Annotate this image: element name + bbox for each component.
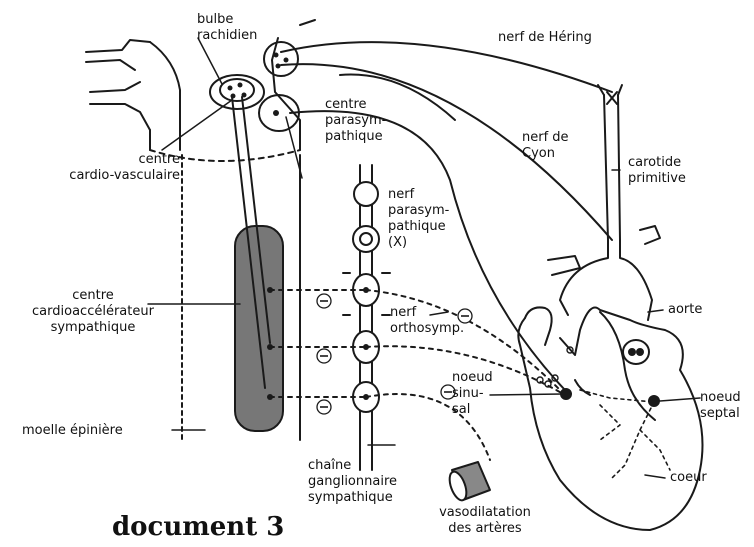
- label-coeur: coeur: [670, 470, 707, 486]
- label-nerf-de-hering: nerf de Héring: [498, 30, 592, 46]
- label-centre-parasympathique: centre parasym- pathique: [325, 97, 386, 145]
- noeud-septal-dot: [649, 396, 659, 406]
- artere-segment: [446, 462, 490, 502]
- preganglionic-fibres: [270, 290, 366, 397]
- minus-marker-3: [317, 400, 331, 414]
- chaine-ganglionnaire: [343, 165, 390, 470]
- label-noeud-sinusal: noeud sinu- sal: [452, 370, 493, 418]
- label-vasodilatation: vasodilatation des artères: [430, 505, 540, 537]
- label-bulbe-rachidien: bulbe rachidien: [197, 12, 257, 44]
- aorte-shape: [548, 226, 660, 320]
- document-title: document 3: [112, 512, 284, 542]
- label-carotide-primitive: carotide primitive: [628, 155, 686, 187]
- minus-marker-2: [317, 349, 331, 363]
- label-aorte: aorte: [668, 302, 702, 318]
- coeur-outline: [518, 307, 702, 530]
- minus-marker-1: [317, 294, 331, 308]
- label-moelle-epiniere: moelle épinière: [22, 423, 123, 439]
- label-noeud-septal: noeud septal: [700, 390, 741, 422]
- label-centre-cardio-vasculaire: centre cardio-vasculaire: [60, 152, 180, 184]
- nerf-de-hering-path: [281, 42, 612, 92]
- label-nerf-de-cyon: nerf de Cyon: [522, 130, 569, 162]
- label-centre-cardioaccelerateur: centre cardioaccélérateur sympathique: [28, 288, 158, 336]
- label-nerf-orthosympathique: nerf orthosymp.: [390, 305, 464, 337]
- carotide-primitive-shape: [598, 85, 622, 240]
- centre-afferent-circle: [264, 42, 298, 76]
- label-nerf-parasympathique: nerf parasym- pathique (X): [388, 187, 449, 251]
- centre-cardio-vasculaire-inner: [220, 79, 254, 101]
- label-chaine-ganglionnaire: chaîne ganglionnaire sympathique: [308, 458, 397, 506]
- centre-cardio-vasculaire-circle: [210, 75, 264, 109]
- aortic-receptors: [537, 347, 573, 387]
